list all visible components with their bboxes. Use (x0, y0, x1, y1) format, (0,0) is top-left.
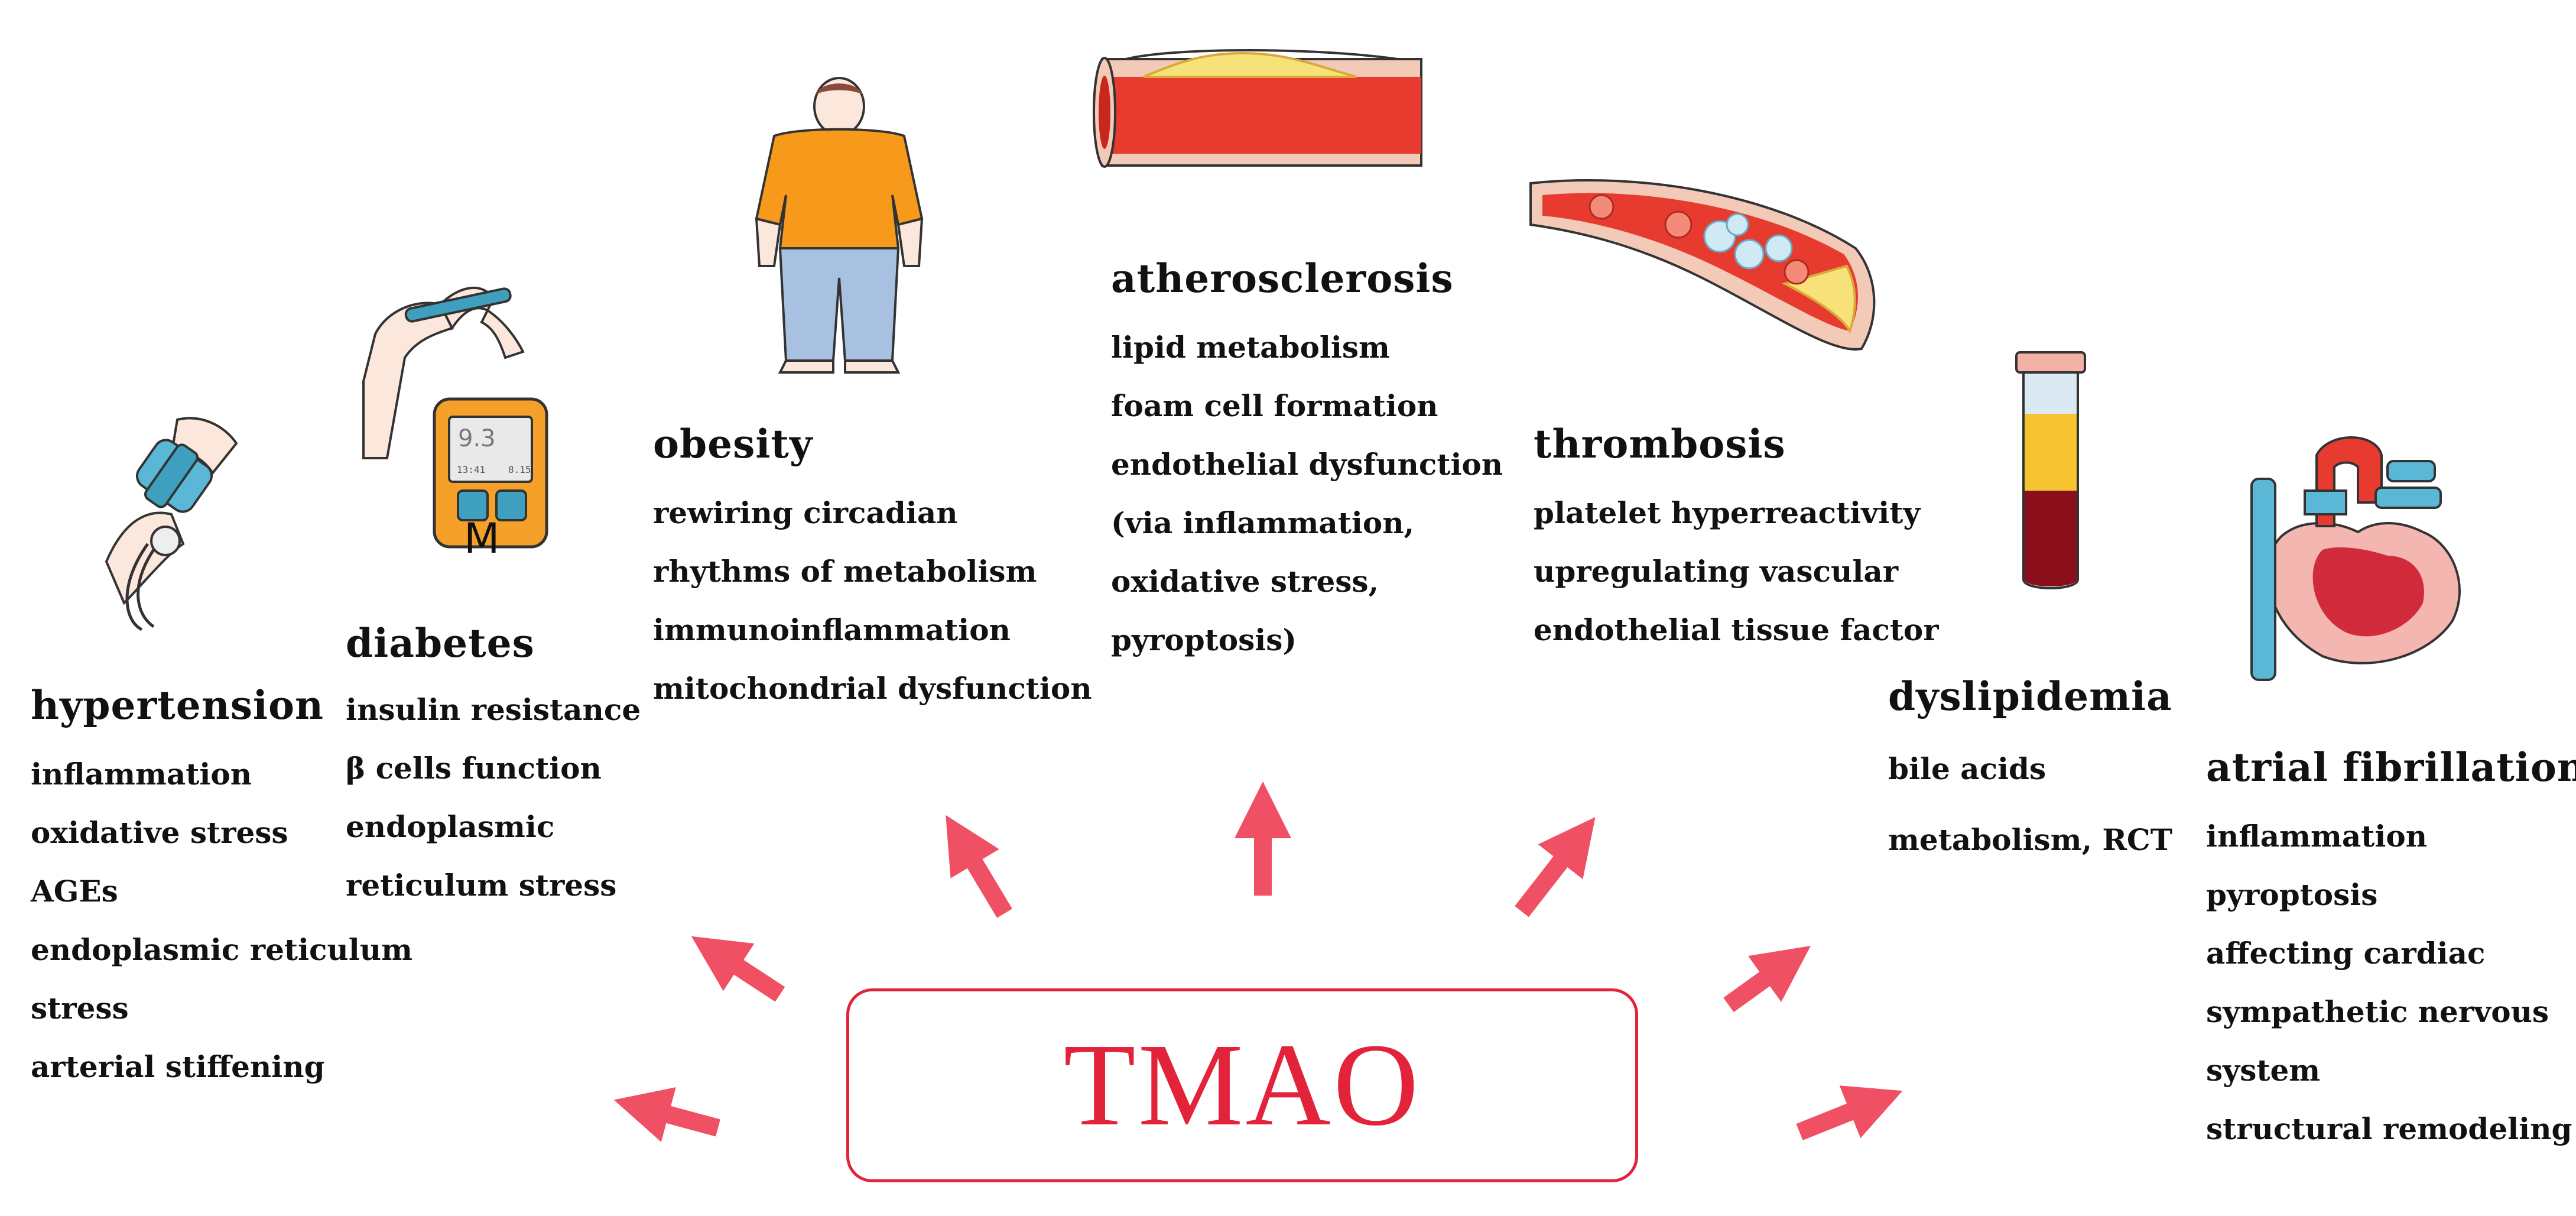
glucometer-reading: 9.3 (458, 425, 496, 452)
atrial-fibrillation-item: inflammation (2206, 819, 2428, 854)
atrial-fibrillation-item: structural remodeling (2206, 1111, 2572, 1146)
hypertension-items: inflammation oxidative stress AGEs endop… (31, 745, 412, 1096)
atherosclerosis-title: atherosclerosis (1111, 255, 1454, 301)
hypertension-item: arterial stiffening (31, 1049, 325, 1084)
hypertension-item: oxidative stress (31, 815, 288, 850)
atherosclerosis-group: atherosclerosis lipid metabolism foam ce… (1111, 259, 1503, 669)
atherosclerosis-item: (via inflammation, (1111, 505, 1415, 540)
arrow-to-atrial-fibrillation (1796, 1085, 1903, 1140)
tmao-label: TMAO (1063, 1020, 1421, 1150)
glucometer-time: 13:41 (457, 464, 485, 475)
dyslipidemia-items: bile acids metabolism, RCT (1888, 734, 2172, 875)
blood-pressure-cuff-icon (105, 417, 238, 631)
thrombosis-title: thrombosis (1534, 421, 1786, 467)
dyslipidemia-group: dyslipidemia bile acids metabolism, RCT (1888, 677, 2172, 875)
diabetes-items: insulin resistance β cells function endo… (346, 680, 641, 915)
atherosclerosis-item: foam cell formation (1111, 388, 1438, 423)
obesity-item: immunoinflammation (653, 612, 1011, 647)
blood-tube-icon (2015, 351, 2086, 589)
glucometer-icon: 9.3 13:41 8.15 M (362, 287, 548, 563)
obesity-item: rhythms of metabolism (653, 554, 1037, 589)
atrial-fibrillation-title: atrial fibrillation (2206, 744, 2576, 790)
thrombosis-item: upregulating vascular (1534, 554, 1899, 589)
hypertension-item: inflammation (31, 757, 252, 792)
thrombosis-item: platelet hyperreactivity (1534, 495, 1921, 530)
thrombosis-items: platelet hyperreactivity upregulating va… (1534, 484, 1939, 659)
artery-plaque-icon (1093, 49, 1422, 168)
thrombosis-item: endothelial tissue factor (1534, 612, 1939, 647)
atrial-fibrillation-item: affecting cardiac (2206, 936, 2486, 971)
heart-icon (2250, 436, 2461, 681)
arrow-to-dyslipidemia (1723, 945, 1811, 1013)
dyslipidemia-item: bile acids (1888, 751, 2046, 786)
obesity-items: rewiring circadian rhythms of metabolism… (653, 484, 1092, 718)
atrial-fibrillation-group: atrial fibrillation inflammation pyropto… (2206, 748, 2576, 1158)
diabetes-item: insulin resistance (346, 692, 641, 727)
atherosclerosis-items: lipid metabolism foam cell formation end… (1111, 318, 1503, 669)
glucometer-date: 8.15 (508, 464, 531, 475)
obesity-group: obesity rewiring circadian rhythms of me… (653, 424, 1092, 718)
dyslipidemia-title: dyslipidemia (1888, 673, 2172, 719)
dyslipidemia-item: metabolism, RCT (1888, 822, 2172, 857)
atherosclerosis-item: pyroptosis) (1111, 622, 1297, 657)
hypertension-title: hypertension (31, 682, 324, 728)
thrombus-vessel-icon (1529, 179, 1876, 351)
obese-person-icon (755, 77, 924, 374)
atrial-fibrillation-item: system (2206, 1053, 2321, 1088)
tmao-box: TMAO (846, 988, 1638, 1182)
obesity-title: obesity (653, 421, 813, 467)
diabetes-item: reticulum stress (346, 868, 617, 903)
diabetes-title: diabetes (346, 620, 535, 666)
atherosclerosis-item: lipid metabolism (1111, 330, 1390, 365)
diabetes-item: β cells function (346, 751, 602, 786)
obesity-item: rewiring circadian (653, 495, 958, 530)
hypertension-item: AGEs (31, 874, 118, 909)
atrial-fibrillation-item: pyroptosis (2206, 877, 2378, 912)
glucometer-mark: M (464, 514, 499, 563)
arrow-to-obesity (946, 815, 1012, 918)
hypertension-item: endoplasmic reticulum (31, 932, 413, 967)
atrial-fibrillation-items: inflammation pyroptosis affecting cardia… (2206, 807, 2576, 1158)
atherosclerosis-item: oxidative stress, (1111, 564, 1379, 599)
hypertension-group: hypertension inflammation oxidative stre… (31, 686, 412, 1096)
obesity-item: mitochondrial dysfunction (653, 671, 1092, 706)
thrombosis-group: thrombosis platelet hyperreactivity upre… (1534, 424, 1939, 659)
atrial-fibrillation-item: sympathetic nervous (2206, 994, 2549, 1029)
diabetes-item: endoplasmic (346, 809, 555, 844)
diabetes-group: diabetes insulin resistance β cells func… (346, 624, 641, 915)
hypertension-item: stress (31, 991, 129, 1026)
arrow-to-diabetes (691, 936, 785, 1002)
arrow-to-hypertension (613, 1087, 720, 1142)
atherosclerosis-item: endothelial dysfunction (1111, 447, 1503, 482)
arrow-to-thrombosis (1515, 817, 1596, 917)
